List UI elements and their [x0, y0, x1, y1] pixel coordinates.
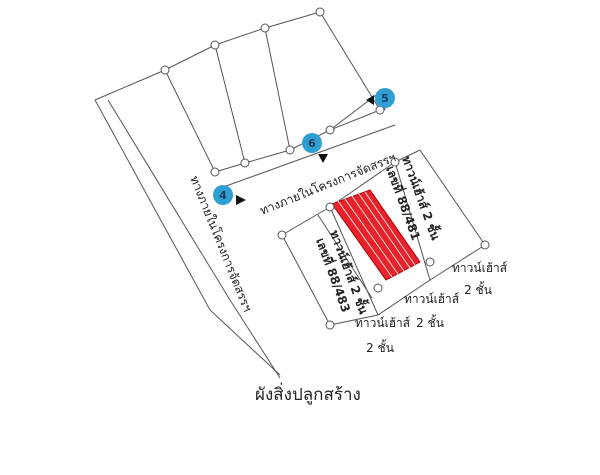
- arrow-icon: [366, 95, 374, 105]
- arrow-icon: [318, 154, 328, 163]
- townhouse-label-a: ทาวน์เฮ้าส์: [452, 261, 508, 275]
- townhouse-label-b: ทาวน์เฮ้าส์: [404, 292, 460, 306]
- plan-title: ผังสิ่งปลูกสร้าง: [255, 382, 361, 405]
- upper-plots: [164, 11, 386, 173]
- townhouse-floors-b: 2 ชั้น: [416, 314, 444, 330]
- svg-text:4: 4: [219, 189, 227, 202]
- marker-5: 5: [366, 88, 395, 108]
- svg-text:5: 5: [381, 92, 389, 105]
- svg-text:6: 6: [308, 137, 316, 150]
- marker-4: 4: [213, 185, 246, 205]
- marker-6: 6: [302, 133, 328, 163]
- road-boundary: [94, 69, 396, 379]
- townhouse-label-c: ทาวน์เฮ้าส์: [355, 316, 411, 330]
- townhouse-floors-a: 2 ชั้น: [464, 281, 492, 297]
- highlighted-plot: [331, 189, 421, 281]
- lower-plots: [281, 149, 486, 326]
- townhouse-floors-c: 2 ชั้น: [366, 339, 394, 355]
- arrow-icon: [236, 195, 246, 205]
- boundary-nodes: [160, 7, 490, 330]
